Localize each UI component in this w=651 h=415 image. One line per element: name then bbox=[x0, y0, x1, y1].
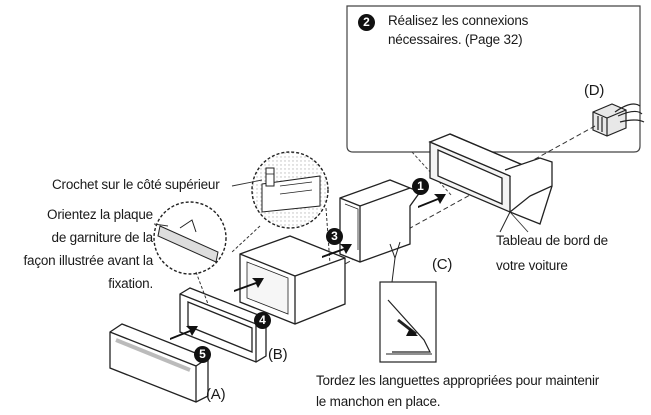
step-1-badge: 1 bbox=[412, 178, 429, 195]
leader-lines bbox=[153, 179, 529, 233]
orient-label-line-3: façon illustrée avant la bbox=[23, 253, 153, 268]
unit-body bbox=[239, 235, 346, 325]
dashboard-label-line-2: votre voiture bbox=[496, 258, 568, 273]
assembly-arrows bbox=[170, 194, 446, 340]
orient-label-line-4: fixation. bbox=[108, 276, 153, 291]
step-2-badge: 2 bbox=[358, 14, 375, 31]
connector-d bbox=[592, 103, 645, 137]
tabs-caption-line-2: le manchon en place. bbox=[316, 394, 441, 409]
part-c-label: (C) bbox=[432, 256, 453, 273]
step-5-badge: 5 bbox=[194, 346, 211, 363]
callout-box bbox=[346, 5, 641, 197]
hook-label: Crochet sur le côté supérieur bbox=[52, 177, 220, 192]
orient-label-line-1: Orientez la plaque bbox=[47, 207, 153, 222]
callout-line-1: Réalisez les connexions bbox=[388, 13, 529, 28]
step-3-badge: 3 bbox=[326, 228, 343, 245]
step-4-badge: 4 bbox=[254, 312, 271, 329]
orient-label-line-2: de garniture de la bbox=[51, 230, 154, 245]
orientation-detail-magnifier bbox=[153, 201, 227, 305]
part-b-label: (B) bbox=[268, 346, 288, 363]
mounting-sleeve-c bbox=[339, 179, 422, 283]
faceplate-a bbox=[109, 323, 209, 403]
part-a-label: (A) bbox=[206, 386, 226, 403]
tabs-caption-line-1: Tordez les languettes appropriées pour m… bbox=[316, 373, 600, 388]
callout-line-2: nécessaires. (Page 32) bbox=[388, 32, 523, 47]
hook-detail-magnifier bbox=[231, 151, 331, 265]
tab-bend-detail-box bbox=[379, 281, 437, 363]
part-d-label: (D) bbox=[584, 82, 605, 99]
dashboard-label-line-1: Tableau de bord de bbox=[496, 233, 608, 248]
trim-plate-b bbox=[179, 287, 267, 363]
